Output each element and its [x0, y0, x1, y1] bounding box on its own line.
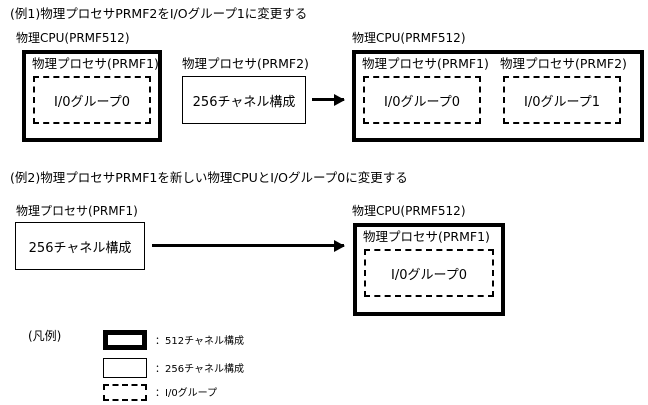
example2-before-processor-caption: 物理プロセサ(PRMF1): [16, 204, 138, 218]
example2-after-io-group-label: I/0グループ0: [391, 267, 467, 283]
example2-after-physical-cpu-box: [353, 223, 505, 316]
example2-after-processor-caption: 物理プロセサ(PRMF1): [363, 229, 490, 244]
example1-title: (例1)物理プロセサPRMF2をI/Oグループ1に変更する: [10, 6, 308, 21]
legend-label-256-channel: ：256チャネル構成: [155, 364, 244, 375]
legend-label-512-channel: ：512チャネル構成: [155, 336, 244, 347]
example1-before-processor-caption: 物理プロセサ(PRMF1): [32, 56, 159, 71]
example2-after-cpu-caption: 物理CPU(PRMF512): [352, 204, 466, 218]
example1-after-cpu-caption: 物理CPU(PRMF512): [352, 31, 466, 45]
example1-before-io-group-label: I/0グループ0: [54, 94, 130, 110]
example2-title: (例2)物理プロセサPRMF1を新しい物理CPUとI/Oグループ0に変更する: [10, 170, 408, 185]
legend-title: (凡例): [28, 329, 62, 343]
example1-after-processor2-caption: 物理プロセサ(PRMF2): [500, 56, 627, 71]
example1-after-io-group1-label: I/0グループ0: [384, 94, 460, 110]
example2-transform-arrow-icon: [152, 244, 344, 247]
legend-label-io-group: ：I/0グループ: [155, 388, 218, 399]
example1-before-physical-cpu-box: [22, 50, 162, 142]
example1-after-io-group2-box: I/0グループ1: [503, 76, 621, 124]
legend-swatch-512-channel: [103, 330, 147, 350]
example1-after-physical-cpu-box: [352, 50, 644, 142]
example1-before-cpu-caption: 物理CPU(PRMF512): [16, 31, 130, 45]
example2-before-channel-label: 256チャネル構成: [28, 240, 132, 256]
example1-before-channel-label: 256チャネル構成: [192, 94, 296, 110]
example1-before-io-group-box: I/0グループ0: [33, 76, 151, 124]
legend-swatch-io-group: [103, 384, 147, 401]
example1-after-processor1-caption: 物理プロセサ(PRMF1): [362, 56, 489, 71]
legend-swatch-256-channel: [103, 358, 147, 378]
example2-before-channel-box: 256チャネル構成: [15, 222, 145, 270]
example1-before-channel-box: 256チャネル構成: [182, 76, 306, 124]
example1-before-processor2-caption: 物理プロセサ(PRMF2): [182, 56, 309, 71]
example1-after-io-group2-label: I/0グループ1: [524, 94, 600, 110]
example2-after-io-group-box: I/0グループ0: [364, 249, 494, 297]
example1-after-io-group1-box: I/0グループ0: [363, 76, 481, 124]
example1-transform-arrow-icon: [312, 98, 344, 101]
